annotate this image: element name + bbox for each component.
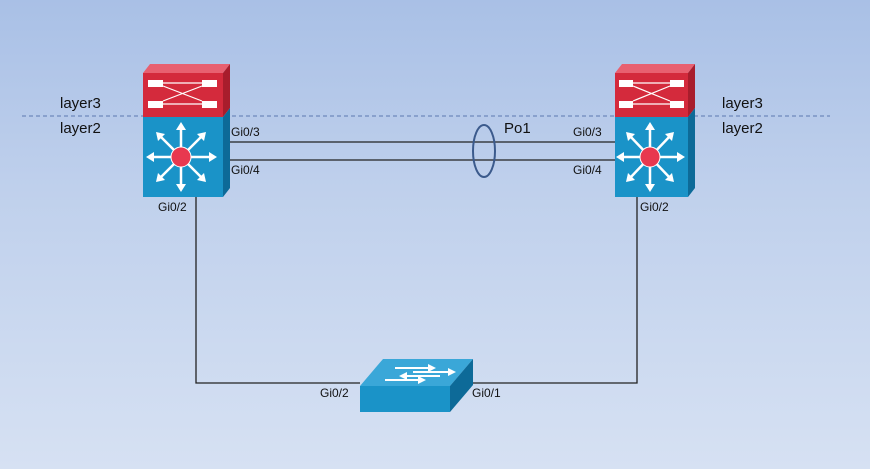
left-port-gi02-label: Gi0/2: [158, 200, 187, 214]
right-multilayer-switch[interactable]: [615, 64, 695, 197]
port-channel-label: Po1: [504, 120, 531, 137]
left-multilayer-switch[interactable]: [143, 64, 230, 197]
left-port-gi03-label: Gi0/3: [231, 125, 260, 139]
port-channel-ellipse: [472, 124, 496, 178]
link-right-to-access: [470, 197, 638, 384]
link-left-to-access: [195, 197, 360, 384]
router-arrows-icon: [148, 80, 217, 108]
router-arrows-icon: [619, 80, 684, 108]
right-port-gi02-label: Gi0/2: [640, 200, 669, 214]
access-port-gi01-label: Gi0/1: [472, 386, 501, 400]
access-port-gi02-label: Gi0/2: [320, 386, 349, 400]
left-layer3-label: layer3: [60, 95, 101, 112]
right-layer2-label: layer2: [722, 120, 763, 137]
switch-arrows-icon: [385, 364, 456, 384]
links: [195, 141, 638, 384]
left-layer2-label: layer2: [60, 120, 101, 137]
right-port-gi03-label: Gi0/3: [573, 125, 602, 139]
left-port-gi04-label: Gi0/4: [231, 163, 260, 177]
right-layer3-label: layer3: [722, 95, 763, 112]
right-port-gi04-label: Gi0/4: [573, 163, 602, 177]
access-switch[interactable]: [360, 359, 473, 412]
